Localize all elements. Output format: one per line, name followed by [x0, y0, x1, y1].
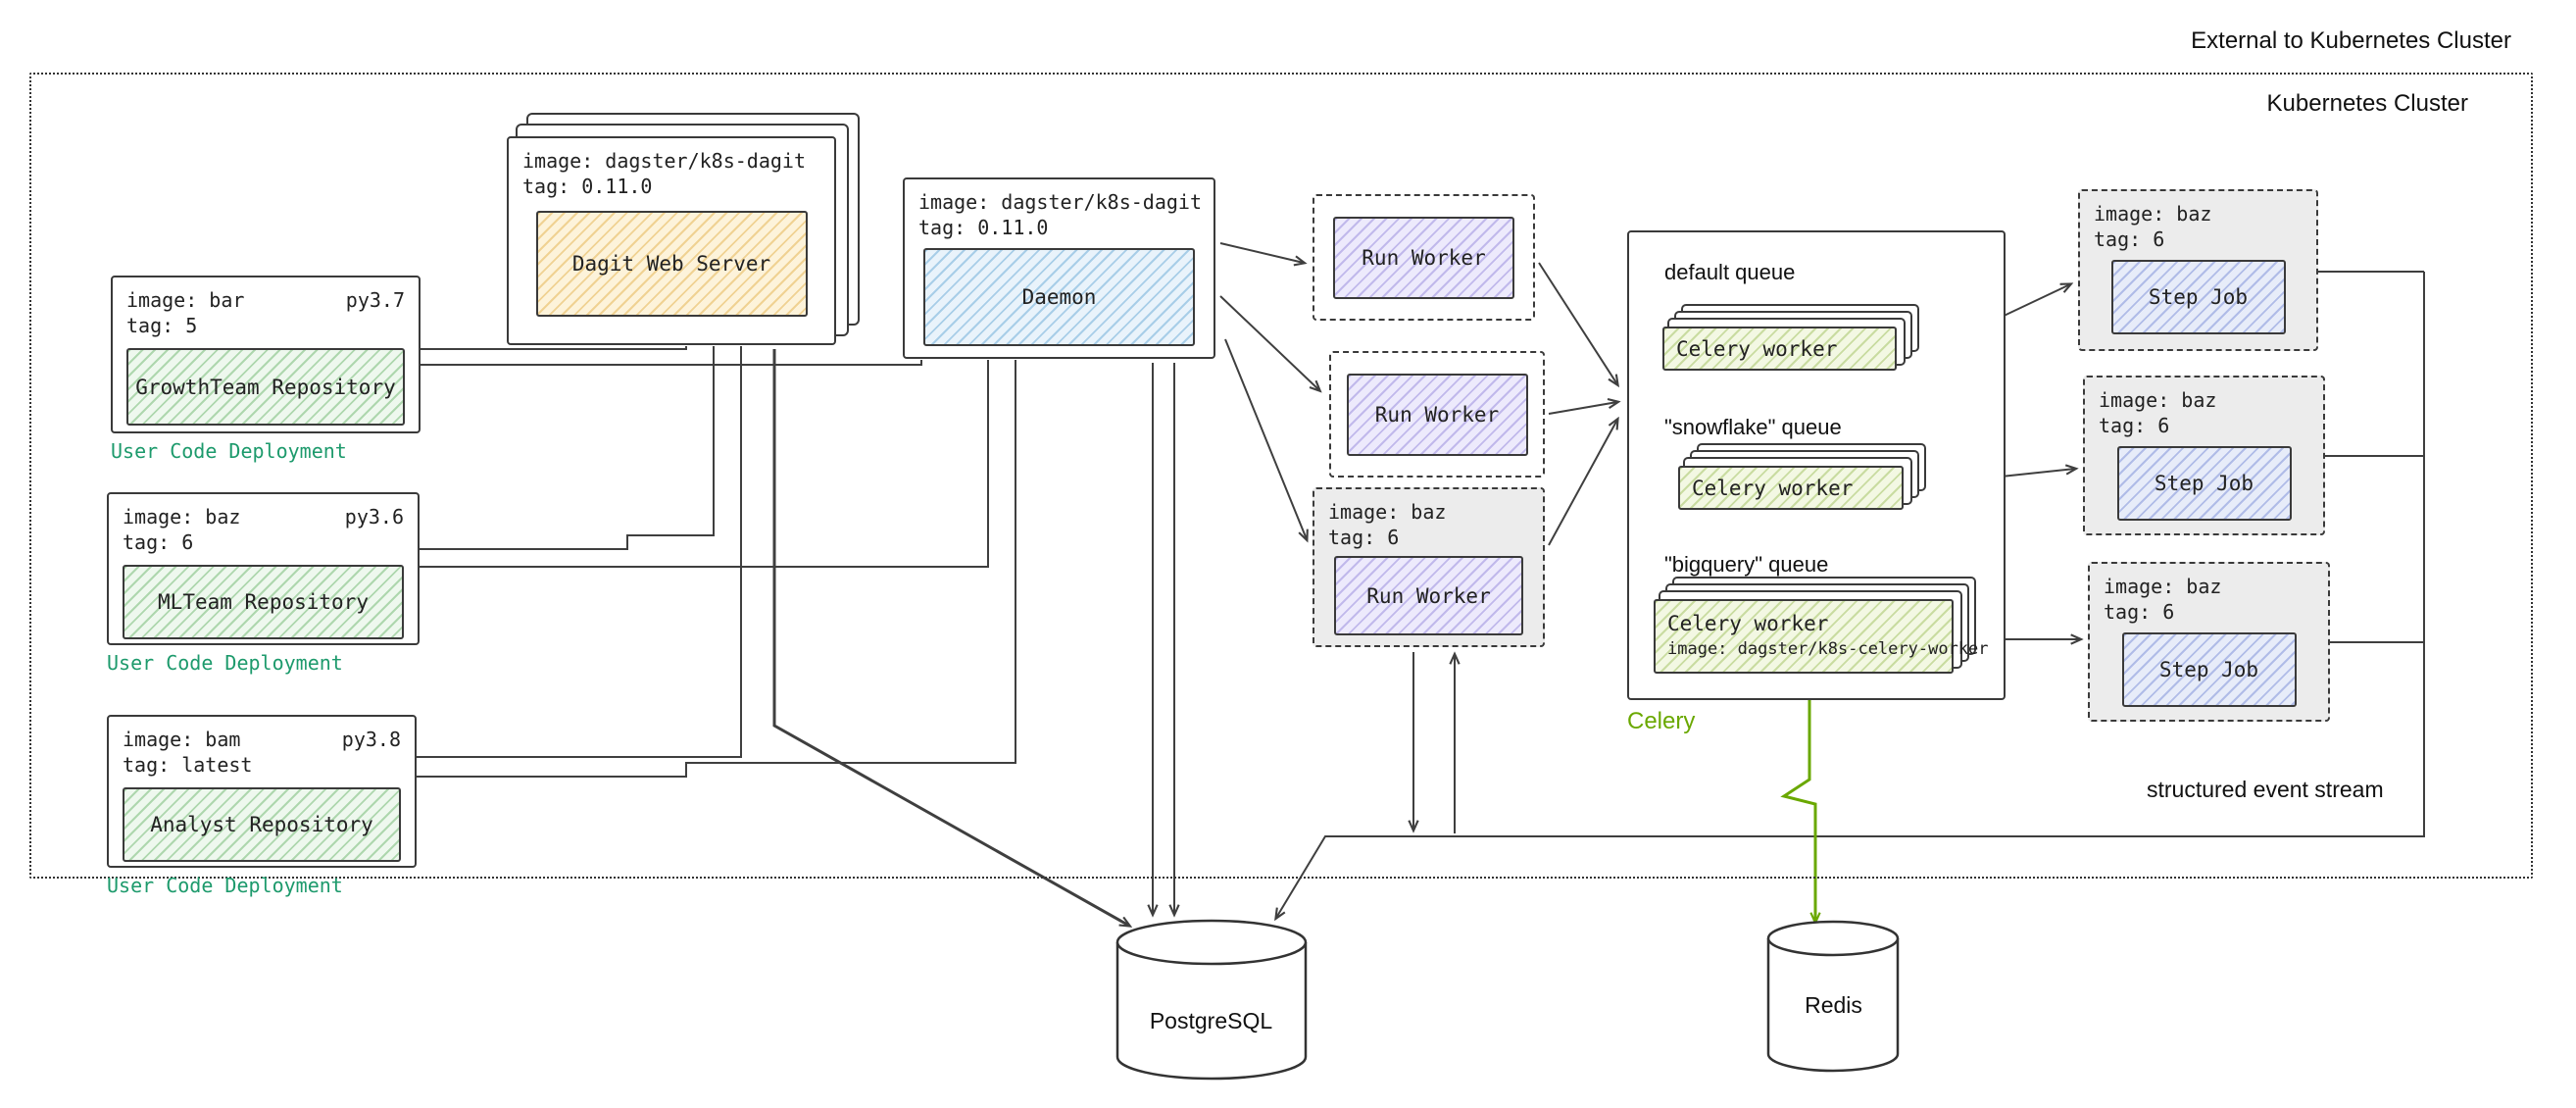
celery-queues-box: default queue Celery worker "snowflake" …	[1627, 230, 2006, 700]
growthteam-repository-node: GrowthTeam Repository	[126, 348, 405, 426]
celery-worker-bigquery: Celery worker image: dagster/k8s-celery-…	[1654, 599, 1989, 674]
tag-label: tag: 6	[2094, 227, 2165, 251]
bigquery-queue-label: "bigquery" queue	[1664, 552, 1829, 577]
daemon-node: Daemon	[923, 248, 1195, 346]
celery-caption: Celery	[1627, 708, 1696, 734]
image-label: image: baz	[2099, 388, 2217, 412]
step-job-label: Step Job	[2148, 285, 2249, 309]
tag-label: tag: 6	[2099, 414, 2170, 437]
image-label: image: baz	[1328, 500, 1447, 524]
celery-worker-default: Celery worker	[1662, 327, 1897, 371]
daemon-label: Daemon	[1021, 285, 1097, 309]
postgresql-label: PostgreSQL	[1149, 1008, 1273, 1033]
default-queue-label: default queue	[1664, 260, 1796, 284]
postgres-cylinder	[1115, 919, 1308, 1081]
step-job-pod-2: image: baz tag: 6 Step Job	[2083, 376, 2325, 535]
run-worker-label: Run Worker	[1374, 402, 1500, 427]
redis-label: Redis	[1805, 992, 1862, 1018]
celery-worker-image-label: image: dagster/k8s-celery-worker	[1667, 639, 1989, 659]
python-version-label: py3.7	[345, 288, 405, 312]
repository-name: GrowthTeam Repository	[135, 375, 396, 399]
user-code-deployment-growthteam: image: bar tag: 5 py3.7 GrowthTeam Repos…	[111, 276, 421, 433]
step-job-node-1: Step Job	[2110, 260, 2286, 334]
step-job-label: Step Job	[2154, 472, 2254, 495]
python-version-label: py3.6	[344, 505, 404, 529]
run-worker-pod-3: image: baz tag: 6 Run Worker	[1313, 487, 1545, 647]
user-code-deployment-analyst: image: bam tag: latest py3.8 Analyst Rep…	[107, 715, 417, 868]
daemon-pod: image: dagster/k8s-dagit tag: 0.11.0 Dae…	[903, 177, 1215, 359]
run-worker-node-2: Run Worker	[1346, 373, 1528, 456]
user-code-deployment-caption-3: User Code Deployment	[107, 874, 343, 897]
tag-label: tag: 6	[123, 530, 194, 554]
dagit-label: Dagit Web Server	[571, 252, 771, 276]
image-label: image: bar	[126, 288, 245, 312]
image-label: image: baz	[2094, 202, 2212, 226]
celery-worker-label: Celery worker	[1667, 612, 1829, 635]
user-code-deployment-mlteam: image: baz tag: 6 py3.6 MLTeam Repositor…	[107, 492, 420, 645]
mlteam-repository-node: MLTeam Repository	[123, 565, 404, 639]
structured-event-stream-label: structured event stream	[2147, 777, 2384, 802]
image-label: image: dagster/k8s-dagit	[918, 190, 1202, 214]
run-worker-label: Run Worker	[1362, 245, 1486, 270]
tag-label: tag: 6	[2104, 600, 2175, 624]
image-label: image: dagster/k8s-dagit	[522, 149, 806, 173]
celery-worker-snowflake: Celery worker	[1678, 466, 1904, 510]
run-worker-pod-2: Run Worker	[1329, 351, 1545, 478]
tag-label: tag: 0.11.0	[918, 216, 1049, 239]
step-job-pod-1: image: baz tag: 6 Step Job	[2078, 189, 2318, 351]
image-label: image: baz	[123, 505, 241, 529]
tag-label: tag: 5	[126, 314, 198, 337]
step-job-label: Step Job	[2158, 658, 2259, 681]
tag-label: tag: 6	[1328, 526, 1400, 549]
step-job-node-3: Step Job	[2121, 632, 2297, 707]
repository-name: Analyst Repository	[150, 813, 373, 836]
tag-label: tag: latest	[123, 753, 253, 777]
image-label: image: baz	[2104, 575, 2222, 598]
dagit-web-server-node: Dagit Web Server	[535, 211, 808, 317]
python-version-label: py3.8	[341, 728, 401, 751]
user-code-deployment-caption-2: User Code Deployment	[107, 651, 343, 675]
dagit-web-server-pod: image: dagster/k8s-dagit tag: 0.11.0 Dag…	[507, 136, 836, 345]
user-code-deployment-caption-1: User Code Deployment	[111, 439, 347, 463]
kubernetes-cluster-boundary: Kubernetes Cluster	[29, 73, 2533, 879]
run-worker-label: Run Worker	[1366, 583, 1491, 608]
kubernetes-cluster-label: Kubernetes Cluster	[2266, 90, 2468, 117]
snowflake-queue-label: "snowflake" queue	[1664, 415, 1842, 439]
external-cluster-label: External to Kubernetes Cluster	[2191, 27, 2511, 54]
analyst-repository-node: Analyst Repository	[123, 787, 401, 862]
run-worker-pod-1: Run Worker	[1313, 194, 1535, 321]
tag-label: tag: 0.11.0	[522, 175, 653, 198]
repository-name: MLTeam Repository	[158, 590, 369, 614]
run-worker-node-1: Run Worker	[1333, 216, 1514, 299]
celery-worker-label: Celery worker	[1676, 336, 1838, 361]
step-job-pod-3: image: baz tag: 6 Step Job	[2088, 562, 2330, 722]
image-label: image: bam	[123, 728, 241, 751]
step-job-node-2: Step Job	[2116, 446, 2292, 521]
run-worker-node-3: Run Worker	[1334, 556, 1523, 635]
celery-worker-label: Celery worker	[1692, 476, 1854, 500]
